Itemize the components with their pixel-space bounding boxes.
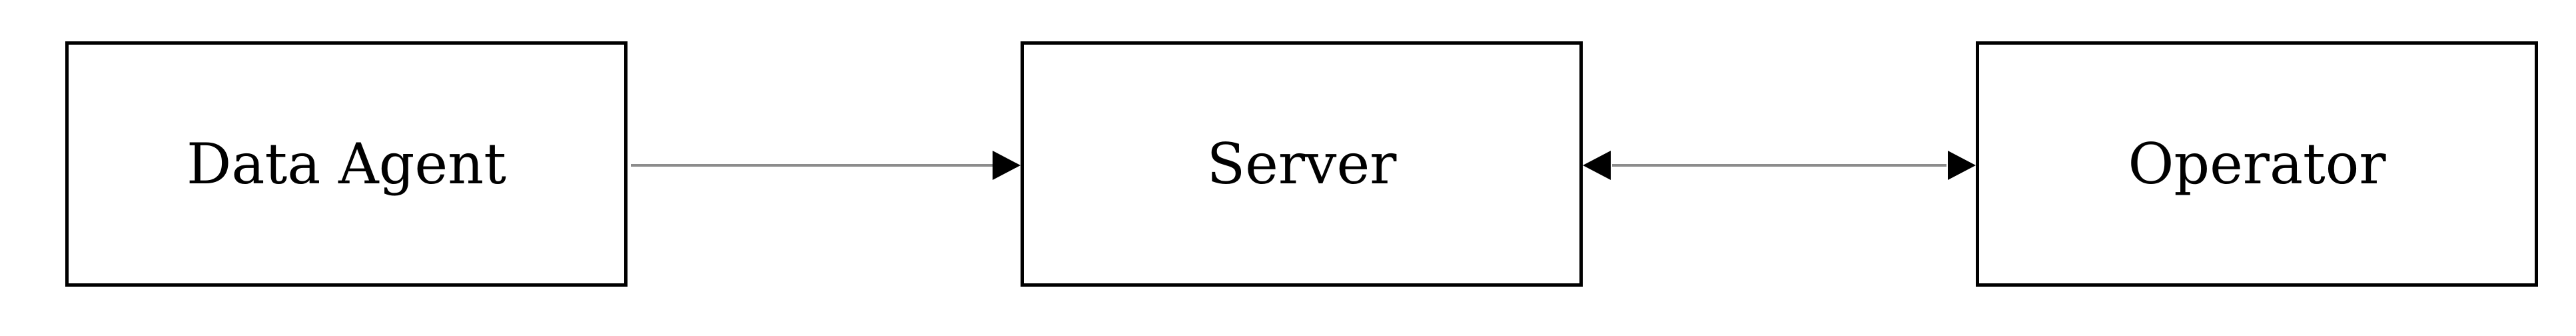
node-data-agent: Data Agent (65, 41, 628, 287)
arrowhead-right-icon (1948, 151, 1976, 180)
edge-server-to-operator (1583, 151, 1976, 180)
arrowhead-right-icon (993, 151, 1021, 180)
node-label: Operator (2128, 131, 2386, 197)
node-label: Data Agent (187, 131, 506, 197)
node-server: Server (1021, 41, 1583, 287)
node-label: Server (1206, 131, 1397, 197)
arrowhead-left-icon (1583, 151, 1611, 180)
edge-data-agent-to-server (631, 151, 1021, 180)
node-operator: Operator (1976, 41, 2538, 287)
